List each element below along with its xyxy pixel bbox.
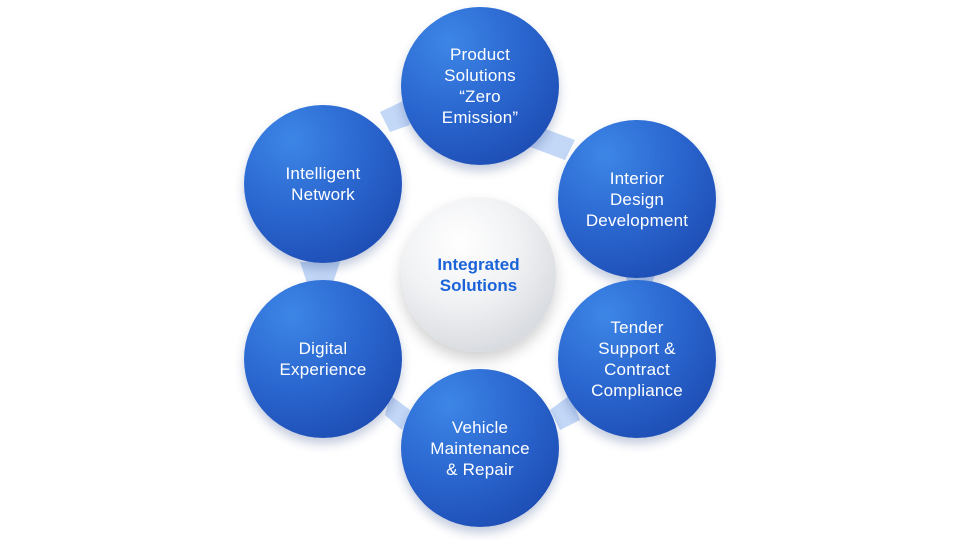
node-vehicle-maintenance: Vehicle Maintenance & Repair (401, 369, 559, 527)
node-label: Vehicle Maintenance & Repair (430, 417, 530, 479)
connector-network-product (380, 100, 410, 132)
node-label: Interior Design Development (585, 168, 689, 230)
connector-vehicle-digital (385, 395, 410, 430)
hub-label: Integrated Solutions (437, 254, 520, 295)
node-tender-support: Tender Support & Contract Compliance (558, 280, 716, 438)
node-intelligent-network: Intelligent Network (244, 105, 402, 263)
node-label: Product Solutions “Zero Emission” (441, 45, 519, 127)
node-digital-experience: Digital Experience (244, 280, 402, 438)
node-label: Tender Support & Contract Compliance (591, 318, 683, 400)
integrated-solutions-hub: Integrated Solutions (401, 197, 556, 352)
node-label: Intelligent Network (285, 164, 361, 204)
node-interior-design: Interior Design Development (558, 120, 716, 278)
node-product-solutions: Product Solutions “Zero Emission” (401, 7, 559, 165)
node-label: Digital Experience (279, 339, 367, 379)
